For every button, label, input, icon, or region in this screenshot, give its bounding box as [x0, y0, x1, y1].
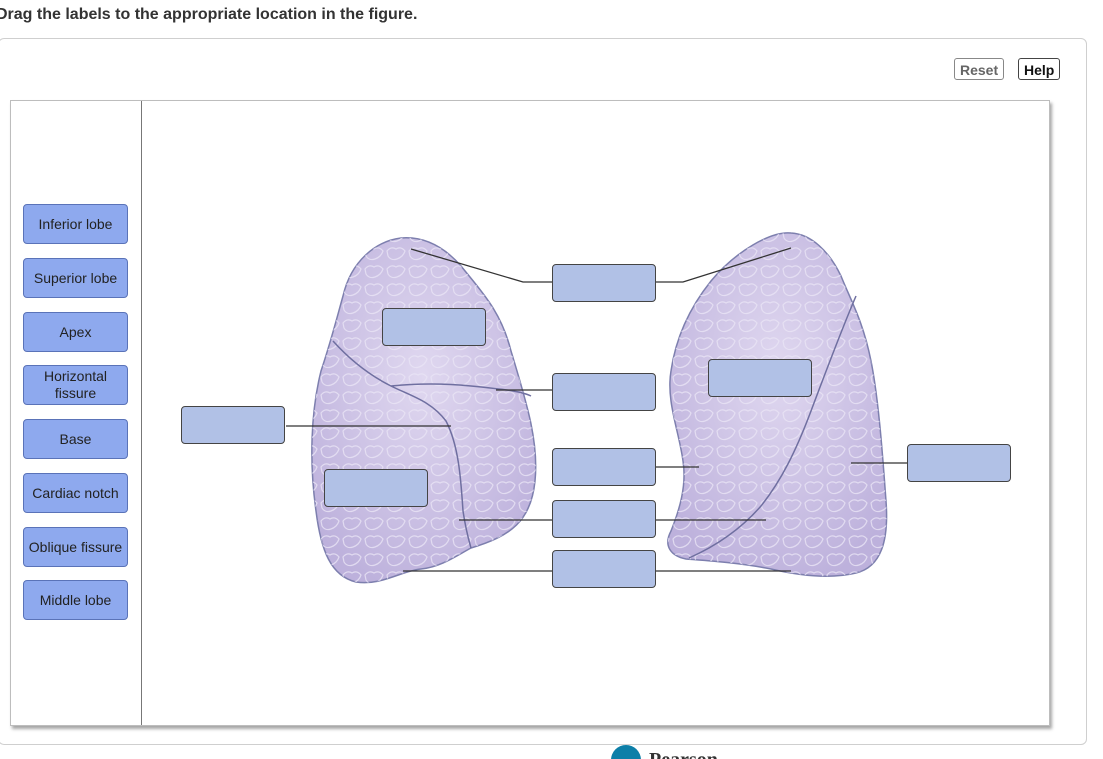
right-lung — [312, 238, 536, 583]
drop-target-2[interactable] — [382, 308, 486, 346]
drop-target-1[interactable] — [552, 264, 656, 302]
drop-target-5[interactable] — [181, 406, 285, 444]
left-lung — [668, 233, 887, 576]
lungs-illustration — [11, 101, 1049, 725]
drop-target-10[interactable] — [552, 550, 656, 588]
drop-target-3[interactable] — [708, 359, 812, 397]
drop-target-9[interactable] — [552, 500, 656, 538]
reset-button[interactable]: Reset — [954, 58, 1004, 80]
help-button[interactable]: Help — [1018, 58, 1060, 80]
drop-target-7[interactable] — [907, 444, 1011, 482]
drop-target-8[interactable] — [324, 469, 428, 507]
pearson-brand-text: Pearson — [649, 749, 718, 759]
instruction-text: Drag the labels to the appropriate locat… — [0, 6, 417, 24]
drop-target-4[interactable] — [552, 373, 656, 411]
labeling-stage: Inferior lobe Superior lobe Apex Horizon… — [10, 100, 1050, 726]
pearson-footer: Pearson — [611, 743, 751, 759]
pearson-logo-icon — [611, 745, 641, 759]
drop-target-6[interactable] — [552, 448, 656, 486]
